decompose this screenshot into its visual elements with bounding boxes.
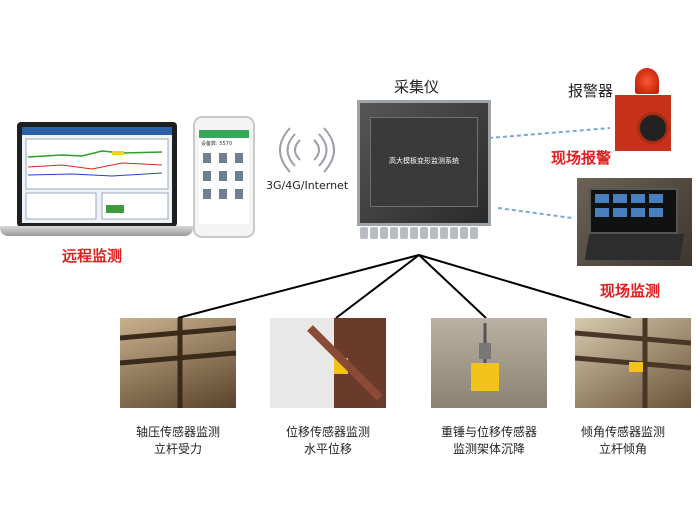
axial-sensor-caption: 轴压传感器监测立杆受力 — [135, 425, 220, 456]
phone-screen-text: 设备数: 5570 — [201, 141, 232, 147]
network-label: 3G/4G/Internet — [266, 179, 349, 192]
line-to-displacement-sensor — [335, 254, 420, 319]
displacement-sensor-caption: 位移传感器监测水平位移 — [285, 425, 370, 456]
mobile-phone: 设备数: 5570 — [193, 116, 255, 238]
line-to-tilt-sensor — [418, 254, 632, 319]
line-to-field-laptop — [497, 207, 573, 219]
device-screen-text: 高大模板变形监测系统 — [389, 157, 459, 165]
hammer-sensor-photo — [431, 318, 547, 408]
alarm-title: 报警器 — [568, 82, 614, 100]
tilt-sensor-photo — [574, 318, 692, 408]
laptop-base — [0, 226, 193, 236]
line-to-axial-sensor — [177, 254, 420, 319]
line-to-alarm — [488, 127, 611, 139]
field-laptop-photo — [577, 178, 692, 266]
line-to-hammer-sensor — [418, 254, 487, 319]
onsite-monitoring-label: 现场监测 — [600, 282, 661, 300]
hammer-sensor-caption: 重锤与位移传感器监测架体沉降 — [440, 425, 537, 456]
axial-sensor-photo — [119, 318, 237, 408]
laptop-monitoring-chart — [22, 127, 172, 223]
data-acquisition-device: 高大模板变形监测系统 — [357, 100, 491, 226]
wireless-signal-icon — [279, 127, 335, 173]
remote-laptop — [17, 122, 177, 227]
alarm-light-icon — [635, 68, 659, 94]
alarm-speaker-icon — [637, 112, 669, 144]
displacement-sensor-photo — [270, 318, 386, 408]
device-connectors — [360, 224, 480, 243]
onsite-alarm-label: 现场报警 — [551, 149, 612, 167]
tilt-sensor-caption: 倾角传感器监测立杆倾角 — [580, 425, 665, 456]
device-title: 采集仪 — [394, 78, 440, 96]
remote-monitoring-label: 远程监测 — [62, 247, 123, 265]
